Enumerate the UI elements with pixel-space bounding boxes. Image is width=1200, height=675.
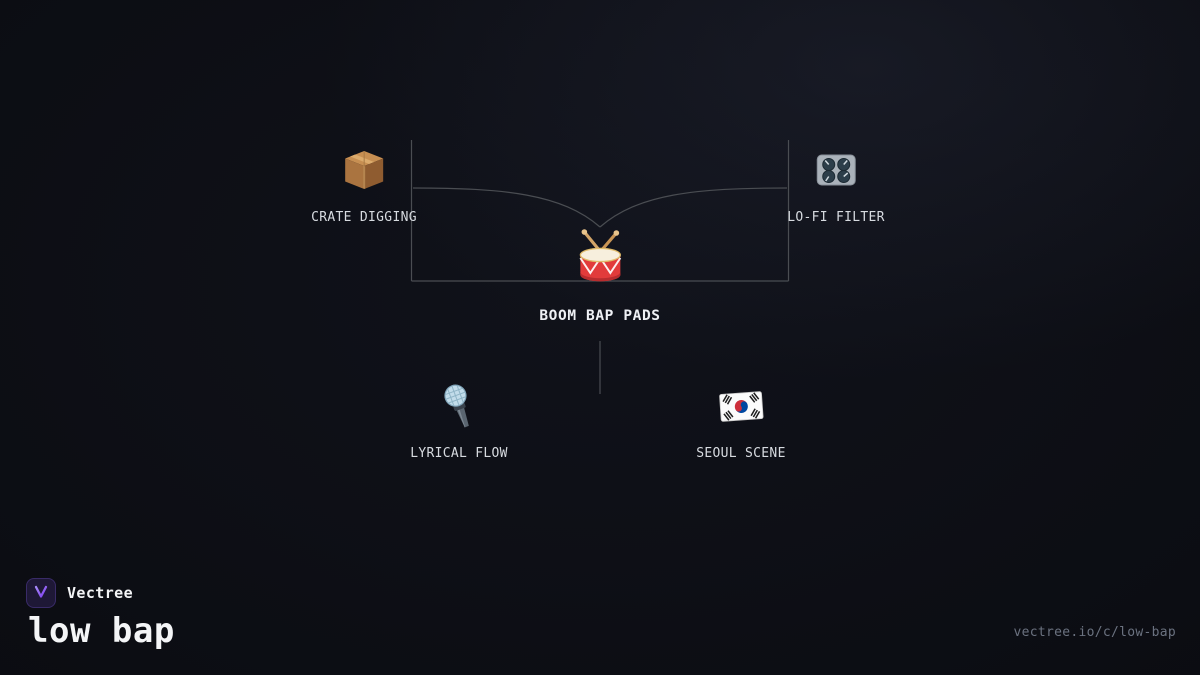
share-url: vectree.io/c/low-bap <box>1013 625 1176 640</box>
node-label: BOOM BAP PADS <box>539 308 661 324</box>
connector-brace-right <box>599 187 788 228</box>
vectree-logo-icon <box>26 578 56 608</box>
map-title: low bap <box>28 611 175 651</box>
node-label: LO-FI FILTER <box>787 210 885 225</box>
node-label: SEOUL SCENE <box>696 446 786 461</box>
node-lyrical-flow[interactable]: LYRICAL FLOW <box>410 382 508 461</box>
microphone-icon <box>435 382 483 430</box>
node-label: LYRICAL FLOW <box>410 446 508 461</box>
package-icon <box>340 146 388 194</box>
brand-name: Vectree <box>67 584 134 602</box>
node-label: CRATE DIGGING <box>311 210 417 225</box>
control-knobs-icon <box>812 146 860 194</box>
connector-brace-left <box>412 187 601 228</box>
node-seoul-scene[interactable]: SEOUL SCENE <box>696 382 785 461</box>
node-boom-bap-pads[interactable]: BOOM BAP PADS <box>539 228 660 324</box>
drum-icon <box>569 228 631 290</box>
node-lo-fi-filter[interactable]: LO-FI FILTER <box>787 146 885 225</box>
brand-row: Vectree <box>26 578 133 608</box>
south-korea-flag-icon <box>717 382 765 430</box>
node-crate-digging[interactable]: CRATE DIGGING <box>311 146 417 225</box>
